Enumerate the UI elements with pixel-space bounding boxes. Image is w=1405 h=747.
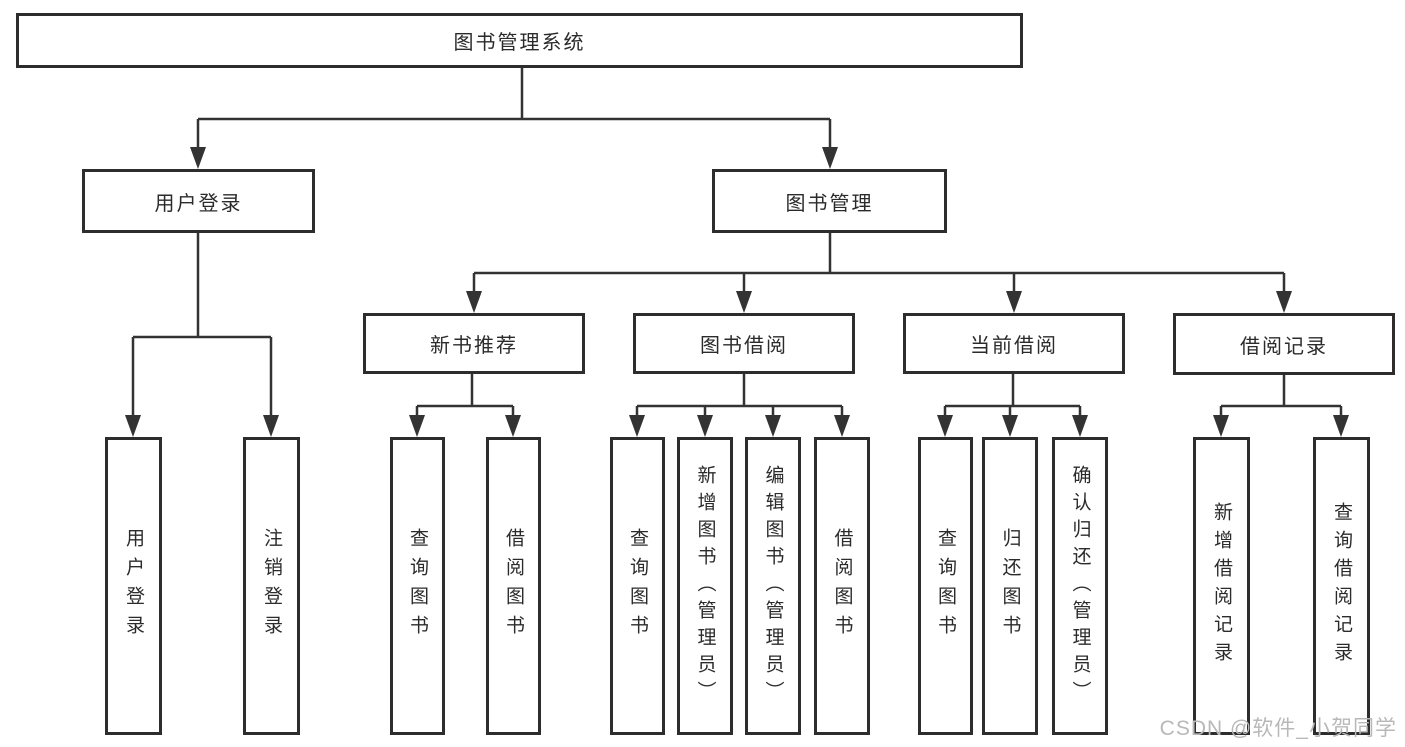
node-current-borrowing: 当前借阅 — [903, 313, 1125, 374]
leaf-logout: 注销登录 — [243, 437, 300, 735]
node-new-book-recommendation: 新书推荐 — [363, 313, 585, 374]
leaf-borrow-books: 借阅图书 — [814, 437, 870, 735]
node-user-login: 用户登录 — [82, 169, 315, 233]
leaf-edit-book-admin: 编辑图书（管理员） — [745, 437, 801, 735]
leaf-query-books-borrow: 查询图书 — [610, 437, 665, 735]
leaf-add-borrow-record: 新增借阅记录 — [1193, 437, 1250, 735]
leaf-borrow-books-recommend: 借阅图书 — [486, 437, 541, 735]
leaf-confirm-return-admin: 确认归还（管理员） — [1052, 437, 1108, 735]
node-borrowing-records: 借阅记录 — [1173, 313, 1395, 375]
node-book-borrowing: 图书借阅 — [633, 313, 855, 374]
node-library-management-system: 图书管理系统 — [16, 13, 1023, 68]
leaf-add-book-admin: 新增图书（管理员） — [677, 437, 733, 735]
leaf-query-books-current: 查询图书 — [918, 437, 973, 735]
node-book-management: 图书管理 — [712, 169, 947, 233]
leaf-user-login: 用户登录 — [105, 437, 162, 735]
leaf-query-borrow-record: 查询借阅记录 — [1313, 437, 1370, 735]
csdn-watermark: CSDN @软件_小贺同学 — [1159, 717, 1397, 740]
leaf-return-book: 归还图书 — [982, 437, 1038, 735]
leaf-query-books-recommend: 查询图书 — [390, 437, 445, 735]
